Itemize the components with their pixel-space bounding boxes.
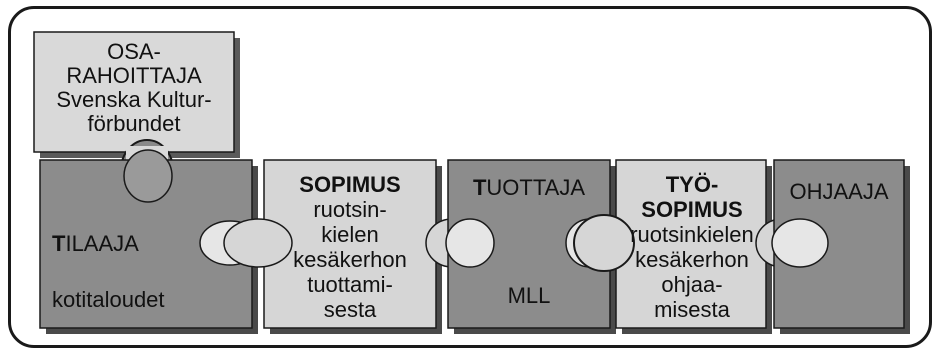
sopimus-line1: ruotsin- [313,197,387,222]
sopimus-title: SOPIMUS [299,172,401,197]
tyosopimus-title1: TYÖ- [665,172,719,197]
tyosopimus-title2: SOPIMUS [641,197,743,222]
osarahoittaja-line1: OSA- [107,39,161,64]
sopimus-line4: tuottami- [307,272,393,297]
sopimus-label: SOPIMUS ruotsin- kielen kesäkerhon tuott… [268,172,432,322]
osarahoittaja-line3: Svenska Kultur- [56,87,212,112]
tilaaja-title: TILAAJA [52,232,139,256]
tyosopimus-piece [573,159,809,334]
tuottaja-title-initial: T [472,175,487,200]
osarahoittaja-label: OSA- RAHOITTAJA Svenska Kultur- förbunde… [44,40,224,136]
tuottaja-title-rest: UOTTAJA [486,175,586,200]
tuottaja-piece [445,159,616,334]
tyosopimus-line3: ohjaa- [661,272,723,297]
tilaaja-subtitle: kotitaloudet [52,287,165,312]
sopimus-line5: sesta [323,297,377,322]
sopimus-line2: kielen [321,222,379,247]
tyosopimus-line1: ruotsinkielen [630,222,754,247]
ohjaaja-piece [771,159,910,334]
tyosopimus-line2: kesäkerhon [635,247,749,272]
sopimus-line3: kesäkerhon [293,247,407,272]
tilaaja-title-initial: T [52,231,66,256]
tuottaja-title: TUOTTAJA [448,176,610,200]
tilaaja-title-rest: ILAAJA [65,231,139,256]
tyosopimus-label: TYÖ- SOPIMUS ruotsinkielen kesäkerhon oh… [612,172,772,322]
osarahoittaja-line4: förbundet [87,111,181,136]
osarahoittaja-line2: RAHOITTAJA [66,63,202,88]
ohjaaja-title: OHJAAJA [789,179,889,204]
tuottaja-subtitle: MLL [507,283,551,308]
tyosopimus-line4: misesta [654,297,730,322]
